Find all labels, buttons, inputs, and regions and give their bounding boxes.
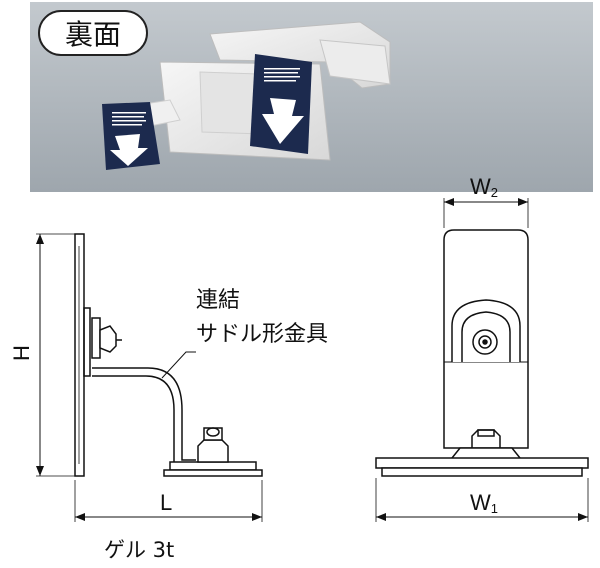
width1-sub: 1 (490, 501, 498, 516)
label-text-lines (112, 68, 300, 126)
width2-main: W (470, 174, 491, 199)
length-dimension-label: L (160, 490, 173, 515)
front-view-drawing (375, 198, 589, 522)
width2-dimension-label: W2 (470, 174, 498, 200)
gel-thickness-label: ゲル 3t (104, 538, 175, 562)
width1-main: W (470, 490, 491, 515)
back-side-badge: 裏面 (38, 10, 148, 56)
width2-sub: 2 (490, 185, 498, 200)
callout-line1: 連結 (196, 288, 241, 313)
product-photo (30, 2, 593, 192)
width1-dimension-label: W1 (470, 490, 498, 516)
height-dimension-label: H (8, 345, 34, 361)
callout-line2: サドル形金具 (196, 322, 329, 347)
side-view-drawing (36, 233, 263, 522)
